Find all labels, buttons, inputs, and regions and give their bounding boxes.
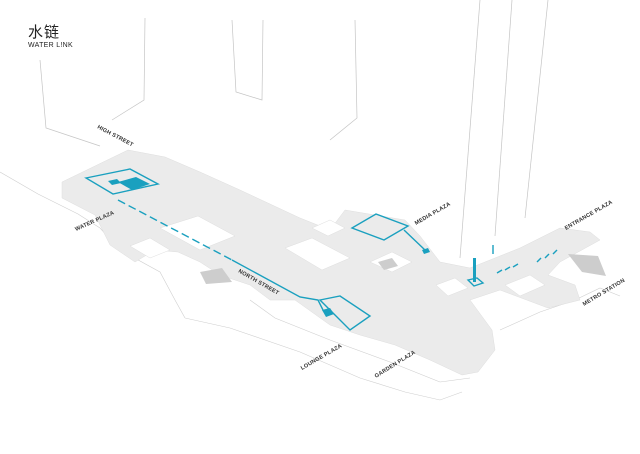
entrance-dash-1 xyxy=(496,269,503,274)
metro-entrance-steps xyxy=(568,254,606,276)
water-link xyxy=(84,168,558,331)
entrance-dash-4 xyxy=(536,257,542,263)
high-street-pool-block xyxy=(118,177,150,190)
label-high-street: HIGH STREET xyxy=(96,124,134,148)
label-entrance-plaza: ENTRANCE PLAZA xyxy=(564,199,614,231)
lounge-pool-outline xyxy=(318,295,372,331)
water-plaza-steps xyxy=(200,268,232,284)
water-channel-dashed xyxy=(117,199,233,261)
label-lounge-plaza: LOUNGE PLAZA xyxy=(300,343,343,371)
lower-site-edge xyxy=(249,299,471,383)
label-garden-plaza: GARDEN PLAZA xyxy=(374,350,417,380)
media-channel xyxy=(403,229,426,251)
center-tower-outline xyxy=(231,19,264,101)
courtyard-void-2 xyxy=(129,237,171,259)
title-chinese: 水链 xyxy=(28,24,61,41)
label-media-plaza: MEDIA PLAZA xyxy=(414,201,452,226)
entrance-dash-2 xyxy=(504,266,511,271)
entrance-dash-5 xyxy=(544,253,550,259)
left-tower-outline xyxy=(39,59,101,147)
entrance-water-base xyxy=(466,277,485,287)
entrance-dash-3 xyxy=(512,263,519,268)
entrance-dash-6 xyxy=(552,249,558,255)
courtyard-void-7 xyxy=(504,274,546,297)
right-tower-outline-mid xyxy=(494,0,513,237)
label-metro-station: METRO STATION xyxy=(582,278,626,308)
right-tower-outline-left xyxy=(459,0,481,259)
title-block: 水链 WATER L!NK xyxy=(28,24,73,50)
center-tower-outline-right xyxy=(329,19,358,141)
right-tower-outline-right xyxy=(524,0,549,219)
high-street-pool-outline xyxy=(84,168,160,195)
building-outlines xyxy=(39,0,549,259)
garden-steps xyxy=(378,258,398,270)
title-english: WATER L!NK xyxy=(28,42,74,49)
courtyard-void-3 xyxy=(284,237,351,271)
courtyard-void-4 xyxy=(311,219,346,237)
media-pool-outline xyxy=(350,213,410,241)
plaza-floor xyxy=(61,149,606,376)
water-channel-north-street xyxy=(231,259,324,311)
lounge-pool-block xyxy=(322,308,334,317)
courtyard-void-1 xyxy=(159,215,236,251)
left-tower-outline-back xyxy=(111,17,146,121)
courtyard-void-6 xyxy=(435,277,469,297)
media-channel-end xyxy=(422,248,430,254)
entrance-water-column xyxy=(473,258,476,282)
bottom-site-edge xyxy=(184,317,463,401)
high-street-pool-small-block xyxy=(108,179,121,185)
